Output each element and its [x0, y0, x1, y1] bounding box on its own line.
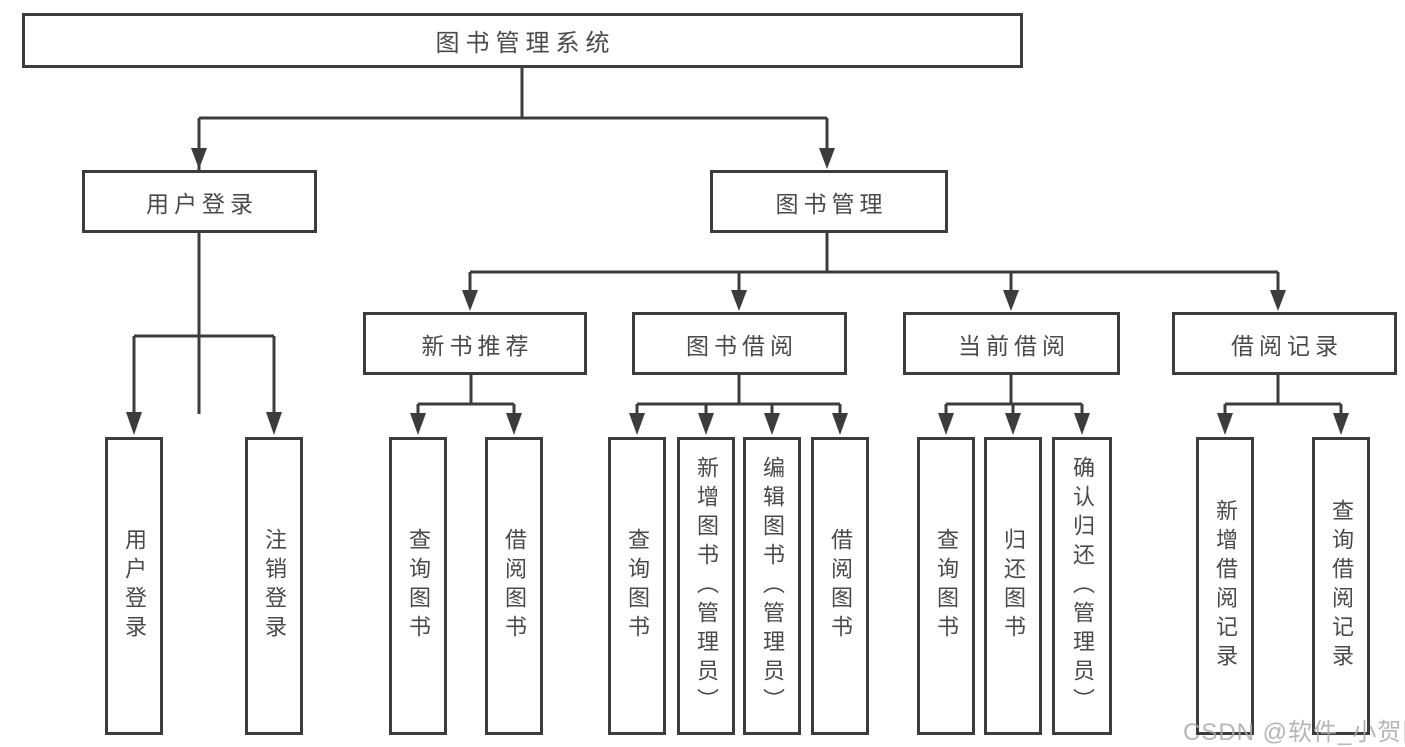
node-book-management-label: 图书管理 — [775, 190, 888, 217]
leaf-query-books-current: 查询图书 — [917, 437, 975, 735]
node-borrow-records-label: 借阅记录 — [1231, 332, 1343, 359]
leaf-query-books-recommend-label: 查询图书 — [406, 528, 431, 644]
connector-root-to-level2 — [191, 68, 835, 414]
leaf-add-borrow-record: 新增借阅记录 — [1196, 437, 1254, 735]
leaf-query-borrow-record-label: 查询借阅记录 — [1329, 499, 1354, 673]
leaf-logout-label: 注销登录 — [262, 528, 287, 644]
leaf-confirm-return-admin-label: 确认归还（管理员） — [1070, 455, 1095, 717]
node-book-borrow-label: 图书借阅 — [686, 332, 798, 359]
leaf-return-books-label: 归还图书 — [1001, 528, 1026, 644]
node-book-management: 图书管理 — [710, 170, 948, 233]
leaf-confirm-return-admin: 确认归还（管理员） — [1052, 437, 1112, 735]
leaf-logout: 注销登录 — [245, 437, 303, 735]
node-current-borrow: 当前借阅 — [903, 312, 1120, 375]
connector-current-borrow-to-leaves — [938, 375, 1090, 435]
leaf-query-books-borrow: 查询图书 — [608, 437, 666, 735]
leaf-query-books-current-label: 查询图书 — [934, 528, 959, 644]
node-root-label: 图书管理系统 — [435, 30, 616, 57]
leaf-add-borrow-record-label: 新增借阅记录 — [1213, 499, 1238, 673]
connector-borrow-records-to-leaves — [1217, 375, 1349, 435]
node-book-borrow: 图书借阅 — [632, 312, 847, 375]
leaf-borrow-books-recommend-label: 借阅图书 — [502, 528, 527, 644]
leaf-edit-book-admin: 编辑图书（管理员） — [743, 437, 801, 735]
connector-new-book-to-leaves — [410, 375, 522, 435]
leaf-borrow-books: 借阅图书 — [811, 437, 869, 735]
leaf-query-books-recommend: 查询图书 — [389, 437, 447, 735]
leaf-add-book-admin-label: 新增图书（管理员） — [694, 455, 719, 717]
leaf-edit-book-admin-label: 编辑图书（管理员） — [760, 455, 785, 717]
leaf-return-books: 归还图书 — [984, 437, 1042, 735]
leaf-borrow-books-label: 借阅图书 — [828, 528, 853, 644]
leaf-user-login-label: 用户登录 — [122, 528, 147, 644]
node-new-book-recommend-label: 新书推荐 — [421, 332, 534, 359]
node-root: 图书管理系统 — [22, 13, 1023, 68]
csdn-watermark: CSDN @软件_小贺同学 — [1183, 719, 1405, 746]
node-new-book-recommend: 新书推荐 — [363, 312, 587, 375]
connector-book-mgmt-to-level3 — [462, 233, 1286, 311]
leaf-add-book-admin: 新增图书（管理员） — [677, 437, 735, 735]
leaf-query-books-borrow-label: 查询图书 — [625, 528, 650, 644]
node-current-borrow-label: 当前借阅 — [958, 332, 1070, 359]
connector-book-borrow-to-leaves — [629, 375, 848, 435]
leaf-user-login: 用户登录 — [105, 437, 163, 735]
node-borrow-records: 借阅记录 — [1172, 312, 1397, 375]
leaf-query-borrow-record: 查询借阅记录 — [1312, 437, 1370, 735]
node-user-login: 用户登录 — [82, 170, 317, 233]
connector-user-login-to-leaves — [126, 233, 282, 435]
node-user-login-label: 用户登录 — [146, 190, 258, 217]
leaf-borrow-books-recommend: 借阅图书 — [485, 437, 543, 735]
